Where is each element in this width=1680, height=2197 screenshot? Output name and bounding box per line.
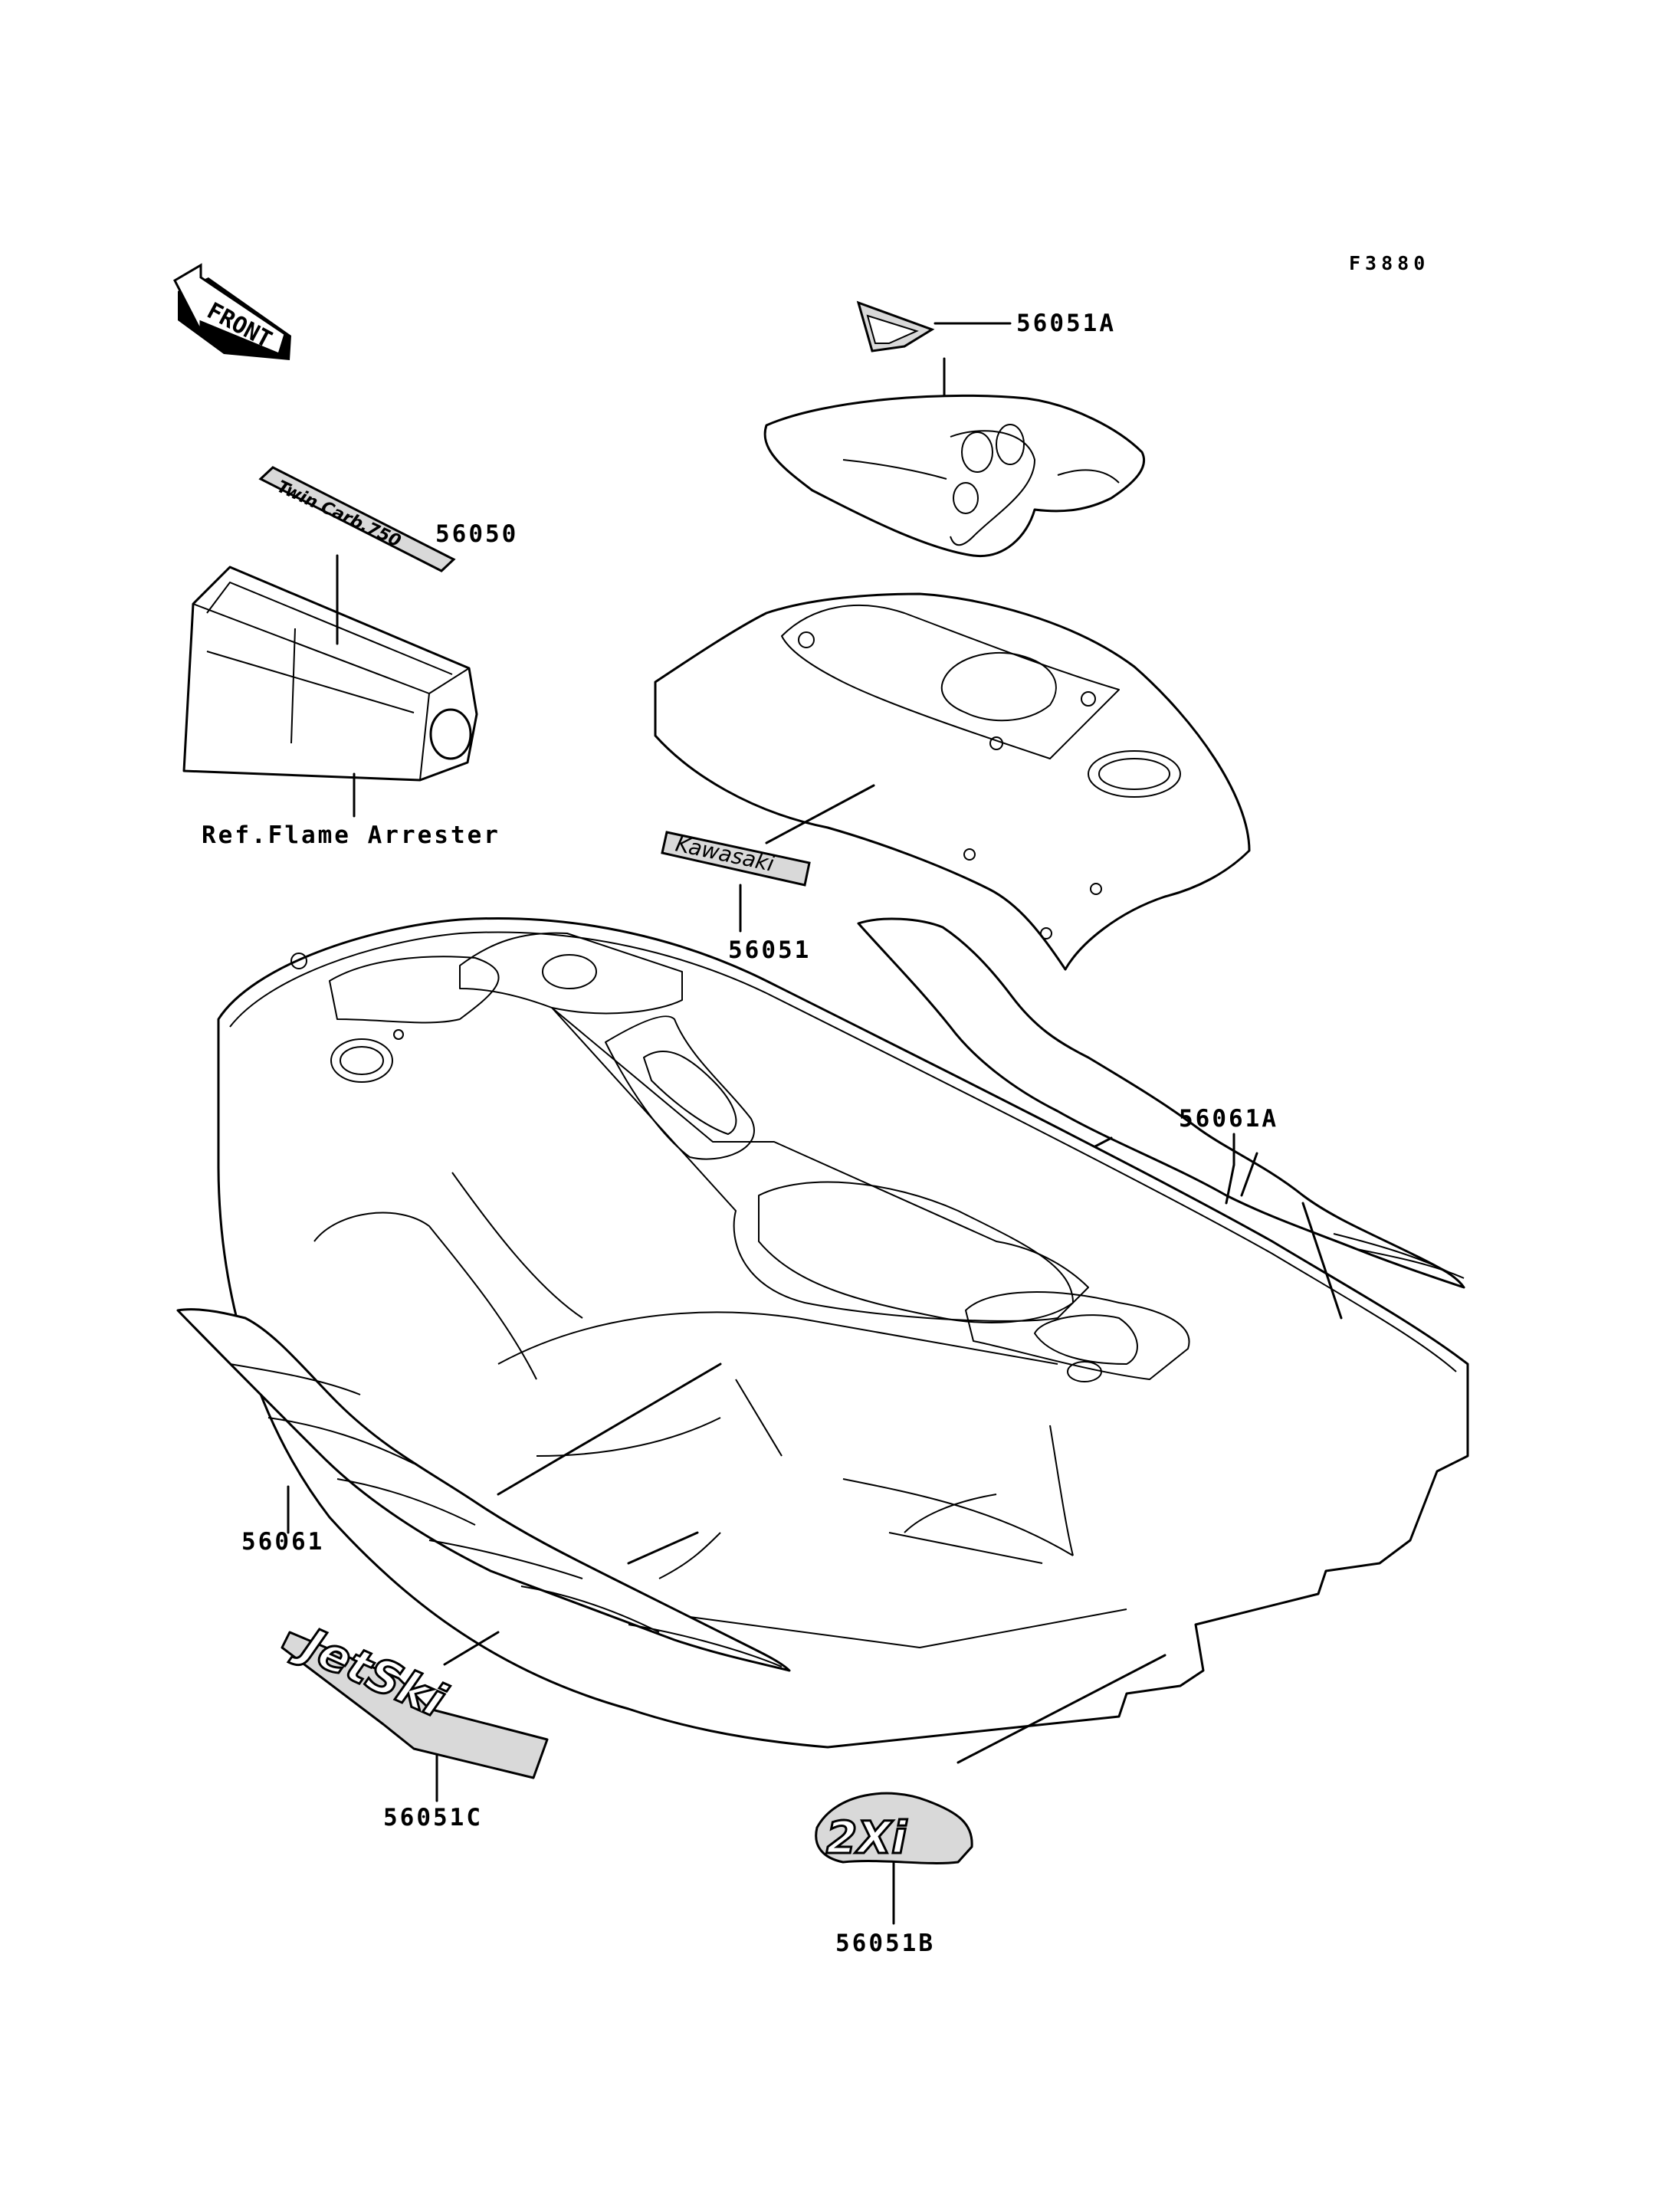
- figure-id: F3880: [1349, 252, 1429, 274]
- leader-56051c-upper: [443, 1631, 500, 1666]
- decal-2xi-text: 2Xi: [826, 1812, 907, 1864]
- hull-part: [217, 917, 1469, 1764]
- decal-56051a: [856, 300, 1012, 353]
- flame-arrester-part: [182, 554, 478, 782]
- hood-part: [654, 592, 1251, 971]
- reference-flame-arrester: Ref.Flame Arrester: [202, 821, 500, 849]
- front-arrow-icon: FRONT: [173, 263, 291, 360]
- decal-56050: Twin Carb.750: [258, 466, 456, 572]
- part-number-56050: 56050: [435, 520, 518, 548]
- decal-56061a: [857, 917, 1465, 1289]
- decal-twin-carb-text: Twin Carb.750: [274, 477, 403, 552]
- part-number-56051: 56051: [728, 936, 811, 964]
- part-number-56051a: 56051A: [1016, 310, 1116, 337]
- part-number-56051b: 56051B: [835, 1930, 935, 1957]
- part-number-56061: 56061: [241, 1528, 324, 1556]
- decal-56061: [176, 1308, 791, 1672]
- decal-56051: Kawasaki: [661, 831, 811, 887]
- decal-kawasaki-text: Kawasaki: [674, 831, 777, 877]
- part-number-56061a: 56061A: [1179, 1105, 1278, 1133]
- part-number-56051c: 56051C: [383, 1804, 483, 1831]
- decal-56051b: 2Xi: [815, 1792, 973, 1865]
- handle-cover-part: [763, 394, 1146, 558]
